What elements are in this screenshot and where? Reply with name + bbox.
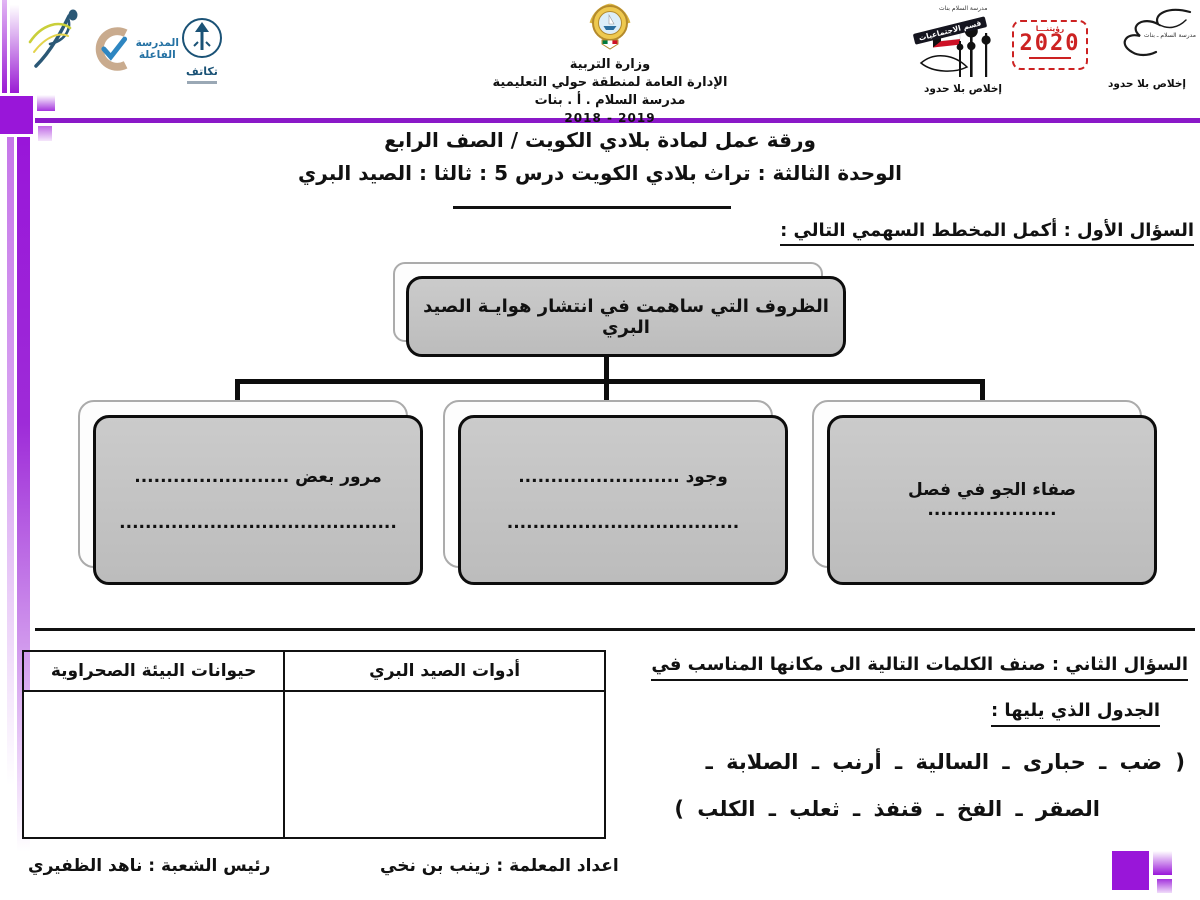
flowchart-child-passing: مرور بعض ........................ ......… (93, 415, 423, 585)
table-cell-desert-animals[interactable] (21, 690, 286, 839)
dove-sketch-icon (1123, 8, 1192, 57)
title-underline (453, 206, 731, 209)
dept-school-label: مدرسة السلام بنات (939, 5, 988, 12)
social-studies-dept-logo: مدرسة السلام بنات قسم الاجتماعيات إخلاص … (912, 5, 1009, 101)
effective-school-label: المدرسة الفاعلة (135, 36, 179, 61)
footer-prepared-by: اعداد المعلمة : زينب بن نخي (380, 856, 619, 876)
connector-stub-middle (604, 384, 609, 401)
vision-subline (1029, 57, 1071, 59)
left-border-bar-outer (2, 0, 7, 93)
left-small-square-top (37, 95, 55, 111)
question2-heading-line1: السؤال الثاني : صنف الكلمات التالية الى … (651, 654, 1188, 681)
left-border-bar-gradient (10, 0, 19, 93)
left-small-square-bottom (38, 126, 52, 141)
athlete-figure-icon (28, 9, 78, 68)
blank-line[interactable]: .................................... (506, 513, 740, 533)
ministry-header: وزارة التربية الإدارة العامة لمنطقة حولي… (400, 2, 820, 125)
classification-table: أدوات الصيد البري حيوانات البيئة الصحراو… (21, 650, 606, 839)
dove-school-label: مدرسة السلام ـ بنات (1143, 32, 1196, 39)
dept-slogan-label: إخلاص بلا حدود (923, 83, 1003, 95)
effective-school-logo: المدرسة الفاعلة (93, 20, 179, 78)
bottom-right-square-small (1157, 879, 1172, 893)
vision-year-label: 2020 (1019, 31, 1081, 56)
header-divider-line (35, 118, 1200, 123)
school-year: 2018 - 2019 (564, 111, 656, 125)
dove-logo: مدرسة السلام ـ بنات إخلاص بلا حدود (1095, 4, 1198, 96)
worksheet-title: ورقة عمل لمادة بلادي الكويت / الصف الراب… (384, 128, 816, 152)
takatuf-subline (187, 81, 217, 84)
takatuf-icon (182, 18, 222, 58)
bottom-right-square-medium (1153, 851, 1172, 875)
kuwait-towers-flag-icon (919, 21, 991, 77)
vision-title-label: رؤيتنـــا (1035, 24, 1065, 33)
blank-line[interactable]: ........................................… (119, 513, 397, 533)
connector-stub-right (980, 384, 985, 401)
section-divider-line (35, 628, 1195, 631)
takatuf-logo: تكاتف (178, 16, 226, 94)
word-bank-line1: ( ضب ـ حبارى ـ السالية ـ أرنب ـ الصلابة … (705, 750, 1185, 774)
unit-lesson-title: الوحدة الثالثة : تراث بلادي الكويت درس 5… (297, 161, 903, 185)
education-area: الإدارة العامة لمنطقة حولي التعليمية (492, 75, 728, 90)
table-header-hunting-tools: أدوات الصيد البري (283, 650, 606, 692)
connector-stub-left (235, 384, 240, 401)
blank-line[interactable]: صفاء الجو في فصل .................... (908, 479, 1076, 520)
word-bank-line2: الصقر ـ الفخ ـ قنفذ ـ ثعلب ـ الكلب ) (674, 797, 1100, 821)
vision-2020-logo: رؤيتنـــا 2020 (1012, 20, 1088, 70)
blank-line[interactable]: وجود ......................... (518, 466, 728, 487)
effective-school-icon (95, 27, 128, 71)
table-body-row (21, 690, 606, 839)
connector-vertical-top (604, 356, 609, 381)
dove-slogan-label: إخلاص بلا حدود (1107, 78, 1186, 90)
flowchart-root-box: الظروف التي ساهمت في انتشار هوايـة الصيد… (406, 276, 846, 357)
question1-heading: السؤال الأول : أكمل المخطط السهمي التالي… (780, 220, 1194, 246)
athlete-figure-logo (22, 8, 84, 74)
table-cell-hunting-tools[interactable] (283, 690, 606, 839)
takatuf-label: تكاتف (186, 65, 218, 78)
ministry-name: وزارة التربية (569, 57, 651, 72)
table-header-desert-animals: حيوانات البيئة الصحراوية (21, 650, 286, 692)
flowchart-child-weather: صفاء الجو في فصل .................... (827, 415, 1157, 585)
flowchart-root-text: الظروف التي ساهمت في انتشار هوايـة الصيد… (423, 295, 829, 338)
flowchart-child-existence: وجود ......................... .........… (458, 415, 788, 585)
footer-section-head: رئيس الشعبة : ناهد الظفيري (28, 856, 271, 876)
left-corner-square (0, 96, 33, 134)
question2-heading-line2: الجدول الذي يليها : (990, 700, 1160, 727)
table-header-row: أدوات الصيد البري حيوانات البيئة الصحراو… (21, 650, 606, 692)
bottom-right-square-large (1112, 851, 1149, 890)
school-name: مدرسة السلام . أ . بنات (534, 93, 686, 108)
kuwait-emblem-icon (589, 3, 631, 50)
left-border-bar-inner (7, 137, 14, 842)
connector-horizontal (235, 379, 985, 384)
blank-line[interactable]: مرور بعض ........................ (134, 466, 382, 487)
